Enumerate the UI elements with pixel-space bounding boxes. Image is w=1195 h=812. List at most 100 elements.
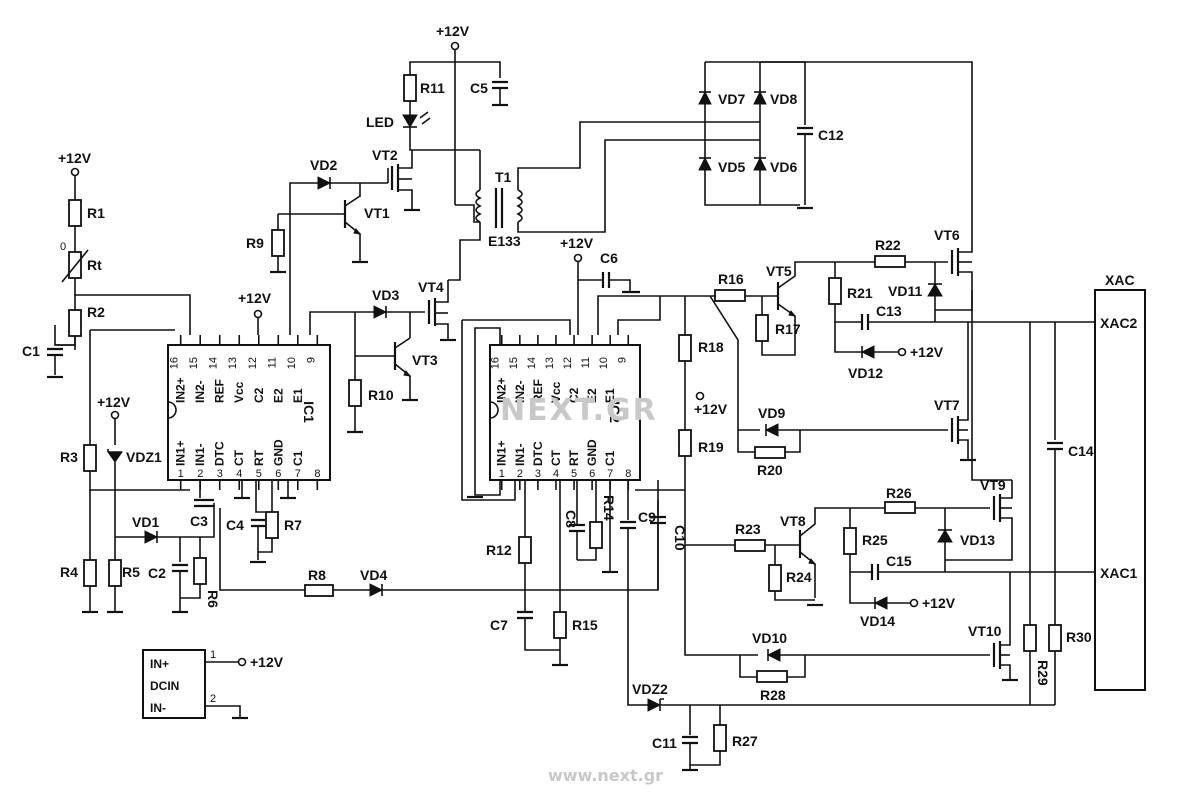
vd5-label: VD5: [718, 159, 745, 175]
c2-label: C2: [148, 565, 166, 581]
ic1-bottom-pin-number: 3: [217, 468, 223, 480]
watermark-text: NEXT.GR: [500, 393, 658, 428]
vdz1-supply-terminal: [110, 410, 120, 420]
r21-label: R21: [847, 285, 873, 301]
ic2-top-pin-name: IN2-: [513, 380, 527, 403]
ic2-top-pin-name: E1: [603, 388, 617, 403]
ic1-top-pin-number: 16: [169, 357, 181, 369]
c10-label: C10: [672, 525, 688, 551]
r9-label: R9: [246, 235, 264, 251]
vd2-diode: [317, 176, 332, 190]
r3-label: R3: [60, 449, 78, 465]
dc-pin1-label: 1: [210, 649, 216, 661]
xac2-label: XAC2: [1100, 315, 1138, 331]
t1-transformer: [455, 121, 705, 233]
vd4-diode: [369, 583, 384, 597]
c9-label: C9: [638, 509, 656, 525]
ic2-bottom-pin-number: 2: [517, 468, 523, 480]
top-supply-label: +12V: [436, 23, 470, 39]
r27-label: R27: [732, 733, 758, 749]
ic1-bottom-pin-name: CT: [232, 449, 246, 466]
vd13-label: VD13: [960, 532, 995, 548]
c6-label: C6: [600, 250, 618, 266]
ic1-bottom-pin-number: 6: [275, 468, 281, 480]
ic2-top-pin-number: 12: [562, 357, 574, 369]
ic2-top-pin-number: 10: [598, 357, 610, 369]
ic2-network: +12V C6 R12 C7 R15 C8 R14: [461, 235, 690, 706]
ic1-top-pin-name: REF: [213, 379, 227, 403]
ic1-supply-terminal: [253, 309, 263, 319]
vt1-transistor: [278, 195, 362, 252]
r11-resistor: [403, 74, 417, 102]
vt6-mosfet: [950, 65, 973, 290]
r5-label: R5: [122, 564, 140, 580]
vdz1-label: VDZ1: [126, 449, 162, 465]
vt6-label: VT6: [934, 227, 960, 243]
ic2-bottom-pin-number: 6: [589, 468, 595, 480]
r22-label: R22: [875, 237, 901, 253]
ic2-bottom-pin-name: GND: [585, 439, 599, 466]
ic2-bottom-pin-name: CT: [549, 449, 563, 466]
vt1-label: VT1: [364, 205, 390, 221]
ic2-supply-label: +12V: [560, 235, 594, 251]
vdz2-diode: [647, 698, 662, 712]
lower-bridge: R23 VT8 R24 R26 R25 C15 +12V VD14: [685, 290, 1095, 703]
ic2-top-pin-name: C2: [567, 387, 581, 403]
ic2-bottom-pin-number: 3: [535, 468, 541, 480]
r29-label: R29: [1035, 660, 1051, 686]
ic2-top-pin-number: 13: [544, 357, 556, 369]
c12-label: C12: [818, 127, 844, 143]
vd14-label: VD14: [860, 613, 895, 629]
ic1-top-pin-number: 10: [286, 357, 298, 369]
ic1-bottom-pin-number: 4: [236, 468, 242, 480]
vd12-label: VD12: [848, 365, 883, 381]
ic2-top-pin-name: IN2+: [495, 377, 509, 403]
top-supply-terminal: [450, 41, 460, 51]
r4-label: R4: [60, 564, 78, 580]
r7-label: R7: [284, 517, 302, 533]
r14-resistor: [589, 521, 603, 549]
divider-supply-terminal: [695, 391, 705, 401]
led-label: LED: [366, 114, 394, 130]
ic2-top-pin-number: 15: [508, 357, 520, 369]
r2-label: R2: [87, 304, 105, 320]
r1-supply-terminal: [70, 167, 80, 177]
r10-resistor: [348, 379, 362, 407]
c5-label: C5: [470, 80, 488, 96]
output-rectifier: VD7 VD8 VD5 VD6 C12: [698, 61, 973, 210]
ic1-top-pin-number: 12: [247, 357, 259, 369]
led-diode: [402, 114, 418, 128]
r8-label: R8: [308, 567, 326, 583]
rt-zero-label: 0: [60, 241, 66, 253]
c8-label: C8: [563, 510, 579, 528]
ic1-top-pin-number: 15: [188, 357, 200, 369]
vt2-mosfet: [387, 150, 413, 210]
c1-label: C1: [22, 343, 40, 359]
r6-resistor: [193, 557, 207, 585]
ic1-timing: C4 R7: [226, 480, 302, 564]
ic2-top-pin-name: Vcc: [549, 381, 563, 403]
ic1-top-pin-name: E1: [291, 388, 305, 403]
ic1-label: IC1: [301, 401, 317, 423]
xac-label: XAC: [1105, 272, 1135, 288]
vd9-diode: [764, 423, 779, 437]
vd11-diode: [927, 283, 943, 297]
divider-supply-label: +12V: [694, 401, 728, 417]
vdz1-supply-label: +12V: [97, 394, 131, 410]
ic2-top-pin-name: REF: [531, 379, 545, 403]
r15-resistor: [553, 611, 567, 639]
r27-resistor: [713, 724, 727, 752]
vt9-mosfet: [992, 480, 1013, 545]
vd6-diode: [753, 156, 767, 171]
r12-label: R12: [486, 542, 512, 558]
r29-resistor: [1023, 624, 1037, 652]
ic1-top-pin-name: Vcc: [232, 381, 246, 403]
ic1-bottom-pin-name: GND: [271, 439, 285, 466]
vdz2-label: VDZ2: [632, 681, 668, 697]
ic1-top-pin-number: 13: [227, 357, 239, 369]
vd7-diode: [698, 90, 712, 105]
rt-label: Rt: [87, 257, 102, 273]
vt10-mosfet: [992, 620, 1011, 680]
r11-label: R11: [420, 80, 445, 96]
ic2-bottom-pin-name: DTC: [531, 441, 545, 466]
